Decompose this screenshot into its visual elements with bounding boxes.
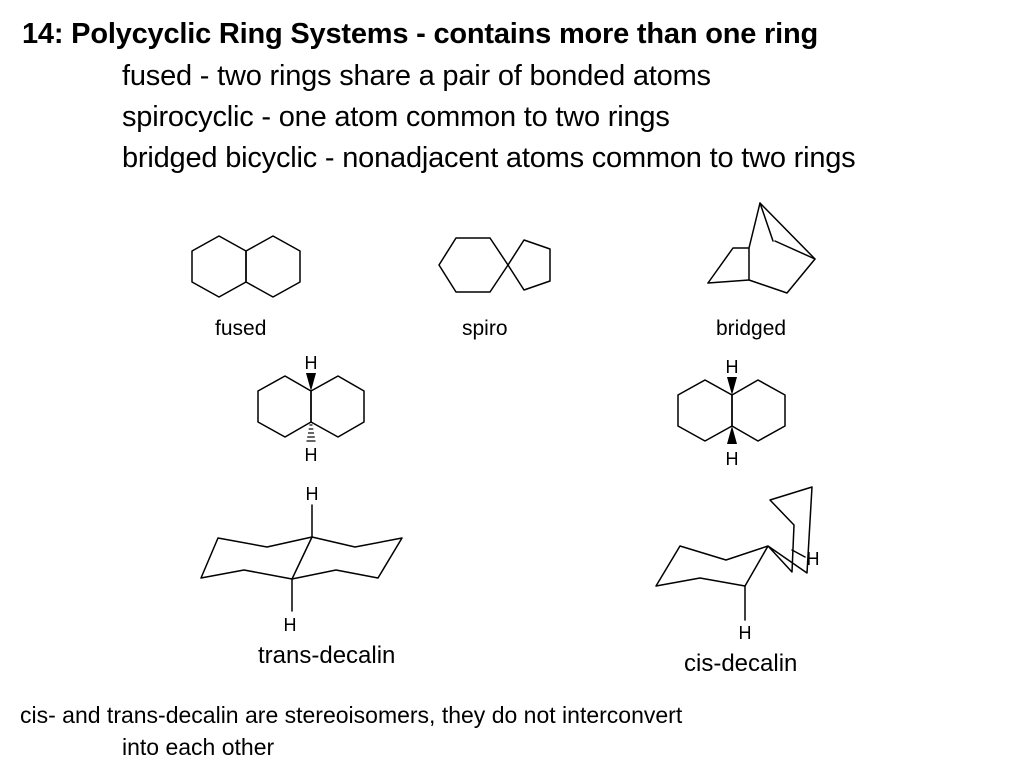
cis-decalin-label: cis-decalin [684,650,798,677]
bridged-ring-structure [707,202,816,294]
spiro-label: spiro [462,317,508,340]
hydrogen-label: H [807,549,820,569]
footer-line-2: into each other [122,734,275,760]
fused-ring-structure [191,235,301,298]
hydrogen-label: H [726,449,739,469]
cis-decalin-chair-structure [655,486,813,621]
hydrogen-label: H [306,484,319,504]
hydrogen-label: H [305,353,318,373]
wedge-bond [306,373,316,391]
footer-line-1: cis- and trans-decalin are stereoisomers… [20,702,683,728]
definition-spirocyclic: spirocyclic - one atom common to two rin… [122,101,670,133]
trans-decalin-label: trans-decalin [258,642,396,669]
trans-decalin-chair-structure [200,504,403,612]
definition-fused: fused - two rings share a pair of bonded… [122,60,711,92]
wedge-bond [727,426,737,444]
bridged-label: bridged [716,317,787,340]
hydrogen-label: H [726,357,739,377]
hydrogen-label: H [739,623,752,643]
fused-label: fused [215,317,267,340]
hashed-bond [306,424,316,442]
spiro-ring-structure [438,237,551,293]
hydrogen-label: H [284,615,297,635]
slide-title: 14: Polycyclic Ring Systems - contains m… [22,18,818,50]
hydrogen-label: H [305,445,318,465]
definition-bridged: bridged bicyclic - nonadjacent atoms com… [122,142,856,174]
wedge-bond [727,377,737,395]
